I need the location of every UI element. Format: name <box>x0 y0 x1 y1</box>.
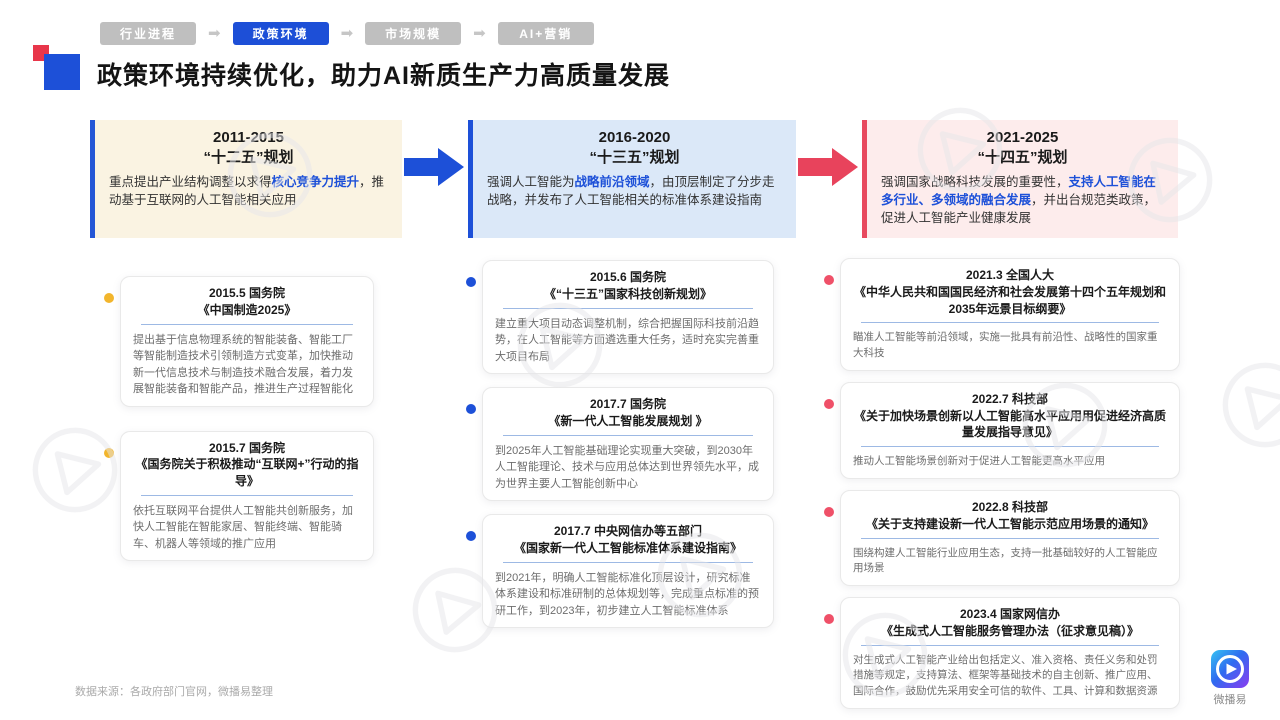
nav-arrow-icon: ➡ <box>208 25 221 42</box>
nav-tab-policy-environment[interactable]: 政策环境 <box>232 22 329 45</box>
policy-date-org: 2015.7 国务院 <box>208 440 286 455</box>
play-logo-icon <box>1216 655 1244 683</box>
period-header: 2016-2020 “十三五”规划 强调人工智能为战略前沿领域，由顶层制定了分步… <box>468 120 796 238</box>
period-description: 重点提出产业结构调整以求得核心竞争力提升，推动基于互联网的人工智能相关应用 <box>109 175 385 208</box>
policy-date-org: 2023.4 国家网信办 <box>959 607 1061 622</box>
divider <box>503 307 753 309</box>
nav-tab-market-size[interactable]: 市场规模 <box>365 22 462 45</box>
policy-title: 《国家新一代人工智能标准体系建设指南》 <box>513 540 742 555</box>
policy-title: 《中国制造2025》 <box>197 302 297 317</box>
divider <box>861 644 1159 646</box>
period-header: 2021-2025 “十四五”规划 强调国家战略科技发展的重要性，支持人工智能在… <box>862 120 1178 238</box>
brand-logo-icon <box>1211 650 1249 688</box>
policy-card-list: 2021.3 全国人大 《中华人民共和国国民经济和社会发展第十四个五年规划和20… <box>824 258 1180 709</box>
policy-title: 《“十三五”国家科技创新规划》 <box>543 286 712 301</box>
divider <box>503 561 753 563</box>
bullet-dot-icon <box>824 614 834 625</box>
policy-card: 2015.7 国务院 《国务院关于积极推动“互联网+”行动的指导》 依托互联网平… <box>104 430 374 562</box>
policy-card: 2023.4 国家网信办 《生成式人工智能服务管理办法（征求意见稿）》 对生成式… <box>824 597 1180 709</box>
timeline-column-2011-2015: 2011-2015 “十二五”规划 重点提出产业结构调整以求得核心竞争力提升，推… <box>90 120 402 562</box>
plan-label: “十四五”规划 <box>977 149 1068 166</box>
flow-arrow-red-icon <box>798 148 858 186</box>
bullet-dot-icon <box>104 447 114 458</box>
brand-name: 微播易 <box>1213 694 1247 706</box>
period-label: 2016-2020 <box>598 129 671 146</box>
bullet-dot-icon <box>824 398 834 409</box>
divider <box>503 434 753 436</box>
flow-arrow-blue-icon <box>404 148 464 186</box>
policy-date-org: 2015.6 国务院 <box>589 270 667 284</box>
bullet-dot-icon <box>824 507 834 518</box>
policy-card-list: 2015.5 国务院 《中国制造2025》 提出基于信息物理系统的智能装备、智能… <box>104 276 374 562</box>
nav-arrow-icon: ➡ <box>473 25 486 42</box>
policy-card: 2022.7 科技部 《关于加快场景创新以人工智能高水平应用用促进经济高质量发展… <box>824 381 1180 480</box>
policy-title: 《新一代人工智能发展规划 》 <box>548 413 708 428</box>
timeline-column-2016-2020: 2016-2020 “十三五”规划 强调人工智能为战略前沿领域，由顶层制定了分步… <box>466 120 796 629</box>
policy-summary: 推动人工智能场景创新对于促进人工智能更高水平应用 <box>853 455 1105 468</box>
policy-date-org: 2021.3 全国人大 <box>965 268 1055 282</box>
policy-summary: 围绕构建人工智能行业应用生态，支持一批基础较好的人工智能应用场景 <box>853 546 1158 575</box>
divider <box>861 537 1159 539</box>
nav-tab-industry-progress[interactable]: 行业进程 <box>100 22 196 45</box>
plan-label: “十二五”规划 <box>203 149 294 166</box>
divider <box>861 322 1159 324</box>
bullet-dot-icon <box>466 277 476 287</box>
policy-card: 2017.7 国务院 《新一代人工智能发展规划 》 到2025年人工智能基础理论… <box>466 387 774 502</box>
policy-title: 《国务院关于积极推动“互联网+”行动的指导》 <box>135 457 359 489</box>
policy-summary: 对生成式人工智能产业给出包括定义、准入资格、责任义务和处罚措施等规定，支持算法、… <box>853 653 1158 698</box>
policy-date-org: 2017.7 国务院 <box>589 397 667 412</box>
policy-card: 2022.8 科技部 《关于支持建设新一代人工智能示范应用场景的通知》 围绕构建… <box>824 490 1180 587</box>
policy-date-org: 2017.7 中央网信办等五部门 <box>553 524 703 539</box>
nav-tab-ai-marketing[interactable]: AI+营销 <box>497 22 594 45</box>
bullet-dot-icon <box>466 531 476 542</box>
policy-date-org: 2015.5 国务院 <box>208 286 286 300</box>
policy-title: 《关于加快场景创新以人工智能高水平应用用促进经济高质量发展指导意见》 <box>853 408 1166 440</box>
policy-card: 2015.6 国务院 《“十三五”国家科技创新规划》 建立重大项目动态调整机制，… <box>466 260 774 375</box>
period-description: 强调人工智能为战略前沿领域，由顶层制定了分步走战略，并发布了人工智能相关的标准体… <box>487 175 775 208</box>
policy-title: 《关于支持建设新一代人工智能示范应用场景的通知》 <box>865 516 1154 531</box>
policy-card: 2015.5 国务院 《中国制造2025》 提出基于信息物理系统的智能装备、智能… <box>104 276 374 407</box>
policy-title: 《中华人民共和国国民经济和社会发展第十四个五年规划和2035年远景目标纲要》 <box>853 284 1166 316</box>
timeline-column-2021-2025: 2021-2025 “十四五”规划 强调国家战略科技发展的重要性，支持人工智能在… <box>824 120 1180 709</box>
brand-mark: 微播易 <box>1204 650 1256 707</box>
policy-summary: 提出基于信息物理系统的智能装备、智能工厂等智能制造技术引领制造方式变革，加快推动… <box>133 333 353 396</box>
data-source-note: 数据来源：各政府部门官网，微播易整理 <box>75 686 273 698</box>
watermark-icon <box>1198 338 1280 471</box>
policy-summary: 到2021年，明确人工智能标准化顶层设计，研究标准体系建设和标准研制的总体规划等… <box>495 571 759 617</box>
section-nav: 行业进程 ➡ 政策环境 ➡ 市场规模 ➡ AI+营销 <box>100 22 594 45</box>
title-accent-icon <box>33 45 85 93</box>
period-header: 2011-2015 “十二五”规划 重点提出产业结构调整以求得核心竞争力提升，推… <box>90 120 402 238</box>
policy-summary: 瞄准人工智能等前沿领域，实施一批具有前沿性、战略性的国家重大科技 <box>853 331 1158 360</box>
policy-date-org: 2022.7 科技部 <box>971 391 1049 406</box>
policy-title: 《生成式人工智能服务管理办法（征求意见稿）》 <box>880 623 1139 638</box>
divider <box>861 446 1159 448</box>
policy-date-org: 2022.8 科技部 <box>971 500 1049 515</box>
divider <box>141 323 353 325</box>
period-label: 2011-2015 <box>213 129 284 146</box>
bullet-dot-icon <box>466 404 476 415</box>
plan-label: “十三五”规划 <box>589 149 680 166</box>
bullet-dot-icon <box>824 275 834 285</box>
divider <box>141 494 353 496</box>
period-description: 强调国家战略科技发展的重要性，支持人工智能在多行业、多领域的融合发展，并出台规范… <box>881 175 1157 226</box>
policy-card: 2017.7 中央网信办等五部门 《国家新一代人工智能标准体系建设指南》 到20… <box>466 514 774 629</box>
blue-square-icon <box>44 54 80 90</box>
nav-arrow-icon: ➡ <box>340 25 354 42</box>
policy-summary: 到2025年人工智能基础理论实现重大突破，到2030年人工智能理论、技术与应用总… <box>495 444 759 490</box>
page-title: 政策环境持续优化，助力AI新质生产力高质量发展 <box>97 62 671 90</box>
period-label: 2021-2025 <box>986 129 1059 146</box>
bullet-dot-icon <box>104 293 114 303</box>
policy-summary: 建立重大项目动态调整机制，综合把握国际科技前沿趋势，在人工智能等方面遴选重大任务… <box>495 317 759 363</box>
policy-card-list: 2015.6 国务院 《“十三五”国家科技创新规划》 建立重大项目动态调整机制，… <box>466 260 774 629</box>
policy-summary: 依托互联网平台提供人工智能共创新服务，加快人工智能在智能家居、智能终端、智能骑车… <box>133 504 353 550</box>
policy-card: 2021.3 全国人大 《中华人民共和国国民经济和社会发展第十四个五年规划和20… <box>824 258 1180 371</box>
